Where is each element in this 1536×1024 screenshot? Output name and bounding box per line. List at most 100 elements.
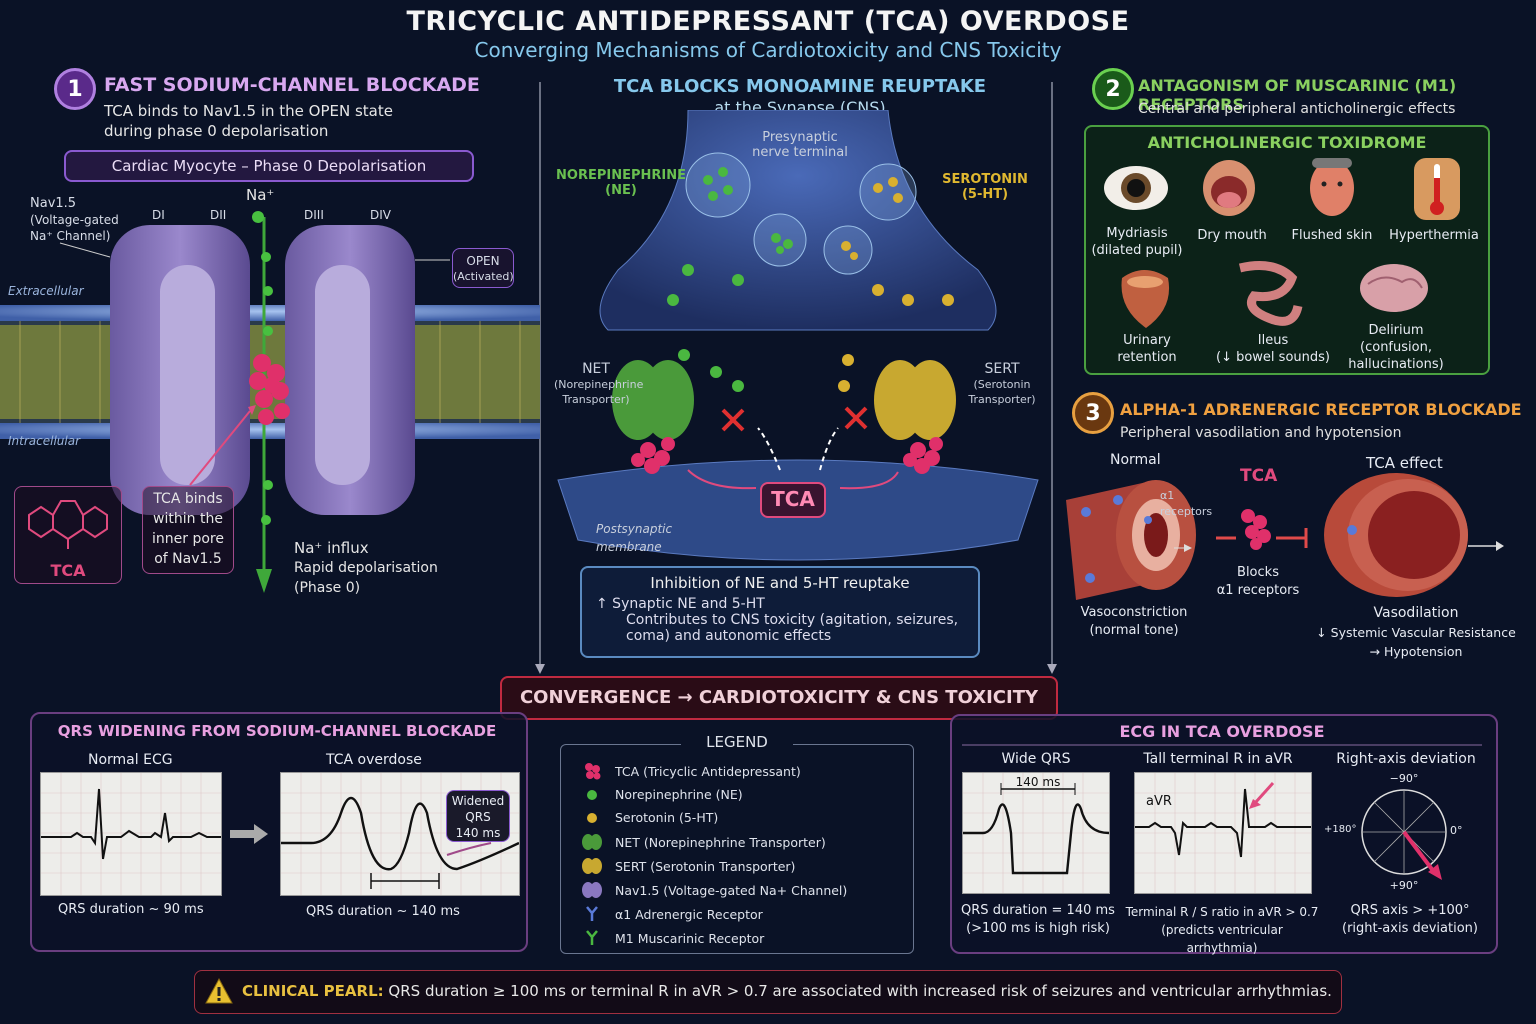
net-line1: NET	[582, 361, 610, 377]
legend-label-net: NET (Norepinephrine Transporter)	[615, 834, 826, 850]
axis-caption-line2: (right-axis deviation)	[1342, 921, 1478, 936]
legend-item-m1: M1 Muscarinic Receptor	[577, 929, 764, 947]
section2-number-badge: 2	[1092, 68, 1134, 110]
vessel-tca-effect-label: TCA effect	[1366, 454, 1443, 472]
vasoconstriction-label: Vasoconstriction (normal tone)	[1066, 604, 1202, 640]
influx-line3: (Phase 0)	[294, 580, 361, 596]
intracellular-label: Intracellular	[8, 434, 81, 448]
urinary-line2: retention	[1117, 350, 1177, 365]
section3-subtitle: Peripheral vasodilation and hypotension	[1120, 425, 1402, 441]
page-subtitle: Converging Mechanisms of Cardiotoxicity …	[474, 38, 1062, 62]
section1-line1: TCA binds to Nav1.5 in the OPEN state	[104, 102, 393, 120]
vasodilation-line2: ↓ Systemic Vascular Resistance	[1316, 625, 1516, 640]
vasoconstriction-line2: (normal tone)	[1089, 623, 1179, 638]
legend-label-serotonin: Serotonin (5-HT)	[615, 810, 719, 825]
wide-qrs-caption-line1: QRS duration = 140 ms	[961, 903, 1115, 918]
influx-line1: Na⁺ influx	[294, 539, 369, 557]
toxidrome-dry-mouth: Dry mouth	[1197, 228, 1267, 243]
legend-item-serotonin: Serotonin (5-HT)	[577, 810, 718, 825]
legend-panel: LEGEND TCA (Tricyclic Antidepressant) No…	[560, 733, 914, 954]
nav15-label: Nav1.5 (Voltage-gated Na⁺ Channel)	[30, 196, 119, 244]
axis-caption: QRS axis > +100° (right-axis deviation)	[1330, 902, 1490, 938]
open-state-box: OPEN (Activated)	[452, 248, 514, 288]
extracellular-label: Extracellular	[8, 284, 84, 298]
legend-item-alpha1: α1 Adrenergic Receptor	[577, 905, 763, 923]
section2-title: ANTAGONISM OF MUSCARINIC (M1) RECEPTORS	[1138, 76, 1457, 114]
sert-line2: (Serotonin	[973, 378, 1031, 391]
tca-molecule-label: TCA	[50, 561, 86, 580]
binds-line2: within the	[153, 511, 223, 527]
delirium-line1: Delirium	[1368, 323, 1424, 338]
qrs-panel-title: QRS WIDENING FROM SODIUM-CHANNEL BLOCKAD…	[57, 722, 497, 740]
legend-item-nav15: Nav1.5 (Voltage-gated Na+ Channel)	[577, 881, 847, 899]
legend-item-tca: TCA (Tricyclic Antidepressant)	[577, 761, 801, 781]
toxidrome-delirium: Delirium (confusion, hallucinations)	[1340, 322, 1452, 373]
legend-title: LEGEND	[681, 733, 793, 751]
normal-ecg-label: Normal ECG	[88, 752, 173, 768]
wide-qrs-caption-line2: (>100 ms is high risk)	[966, 921, 1110, 936]
presynaptic-line2: nerve terminal	[752, 145, 848, 160]
toxidrome-title: ANTICHOLINERGIC TOXIDROME	[1147, 133, 1427, 152]
convergence-banner: CONVERGENCE → CARDIOTOXICITY & CNS TOXIC…	[500, 676, 1058, 720]
sert-transporter-icon	[577, 857, 607, 875]
delirium-line2: (confusion,	[1360, 340, 1432, 355]
urinary-line1: Urinary	[1123, 333, 1171, 348]
myocyte-banner: Cardiac Myocyte – Phase 0 Depolarisation	[64, 150, 474, 182]
toxidrome-hyperthermia: Hyperthermia	[1389, 228, 1479, 243]
blocks-line2: α1 receptors	[1216, 583, 1300, 598]
axis-label-top: −90°	[1389, 772, 1419, 785]
domain-div: DIV	[370, 208, 391, 222]
domain-diii: DIII	[304, 208, 324, 222]
anticholinergic-toxidrome-box: ANTICHOLINERGIC TOXIDROME	[1084, 125, 1490, 375]
domain-di: DI	[152, 208, 165, 222]
inhibition-title: Inhibition of NE and 5-HT reuptake	[650, 574, 910, 592]
legend-item-ne: Norepinephrine (NE)	[577, 787, 743, 802]
tall-r-avr-title: Tall terminal R in aVR	[1143, 751, 1293, 767]
section1-number-badge: 1	[54, 68, 96, 110]
legend-label-nav15: Nav1.5 (Voltage-gated Na+ Channel)	[615, 882, 848, 898]
axis-label-right: 0°	[1450, 824, 1463, 837]
wide-qrs-ms-label: 140 ms	[1015, 775, 1061, 789]
postsynaptic-label: Postsynaptic membrane	[596, 520, 672, 556]
clinical-pearl-text: CLINICAL PEARL: QRS duration ≥ 100 ms or…	[242, 982, 1332, 1000]
ne-label: NOREPINEPHRINE (NE)	[556, 168, 686, 198]
section1-line2: during phase 0 depolarisation	[104, 122, 329, 140]
avr-caption-line2: (predicts ventricular arrhythmia)	[1161, 923, 1283, 955]
wide-qrs-ecg-strip	[962, 772, 1110, 894]
ileus-line1: Ileus	[1257, 333, 1289, 348]
axis-label-bottom: +90°	[1389, 879, 1419, 892]
na-influx-text: Na⁺ influx Rapid depolarisation (Phase 0…	[294, 538, 438, 598]
tca-structure-icon	[28, 500, 108, 549]
clinical-pearl-label: CLINICAL PEARL:	[242, 982, 384, 1000]
net-line3: Transporter)	[562, 393, 630, 406]
legend-label-tca: TCA (Tricyclic Antidepressant)	[615, 763, 801, 779]
nav15-label-line3: Na⁺ Channel)	[30, 229, 111, 243]
ecg-panel-title: ECG IN TCA OVERDOSE	[1119, 722, 1325, 741]
sert-line3: Transporter)	[968, 393, 1036, 406]
serotonin-label: SEROTONIN (5-HT)	[930, 172, 1040, 202]
presynaptic-label: Presynaptic nerve terminal	[750, 130, 850, 160]
avr-caption-line1: Terminal R / S ratio in aVR > 0.7	[1125, 905, 1319, 919]
net-label: NET (Norepinephrine Transporter)	[554, 361, 643, 407]
open-label: OPEN	[466, 254, 500, 268]
synapse-title: TCA BLOCKS MONOAMINE REUPTAKE	[613, 76, 987, 97]
ileus-line2: (↓ bowel sounds)	[1216, 350, 1330, 365]
nav-channel-icon	[577, 881, 607, 899]
qrs-duration-normal: QRS duration ~ 90 ms	[58, 902, 204, 917]
serotonin-line1: SEROTONIN	[942, 172, 1028, 187]
clinical-pearl-body: QRS duration ≥ 100 ms or terminal R in a…	[388, 982, 1332, 1000]
avr-lead-label: aVR	[1146, 794, 1172, 809]
ecg-panel-divider	[962, 744, 1482, 746]
section1-title: FAST SODIUM-CHANNEL BLOCKADE	[104, 74, 480, 96]
alpha1-line2: receptors	[1160, 505, 1213, 518]
inhibition-line2: Contributes to CNS toxicity (agitation, …	[626, 612, 959, 628]
vessel-illustration	[1066, 473, 1504, 600]
alpha1-receptors-label: α1 receptors	[1160, 488, 1212, 520]
inhibition-line1: ↑ Synaptic NE and 5-HT	[596, 596, 765, 612]
binds-line4: of Nav1.5	[154, 551, 222, 567]
toxidrome-mydriasis: Mydriasis (dilated pupil)	[1090, 225, 1184, 259]
blocks-line1: Blocks	[1237, 565, 1279, 580]
clinical-pearl-box	[194, 970, 1342, 1014]
serotonin-line2: (5-HT)	[961, 187, 1009, 202]
